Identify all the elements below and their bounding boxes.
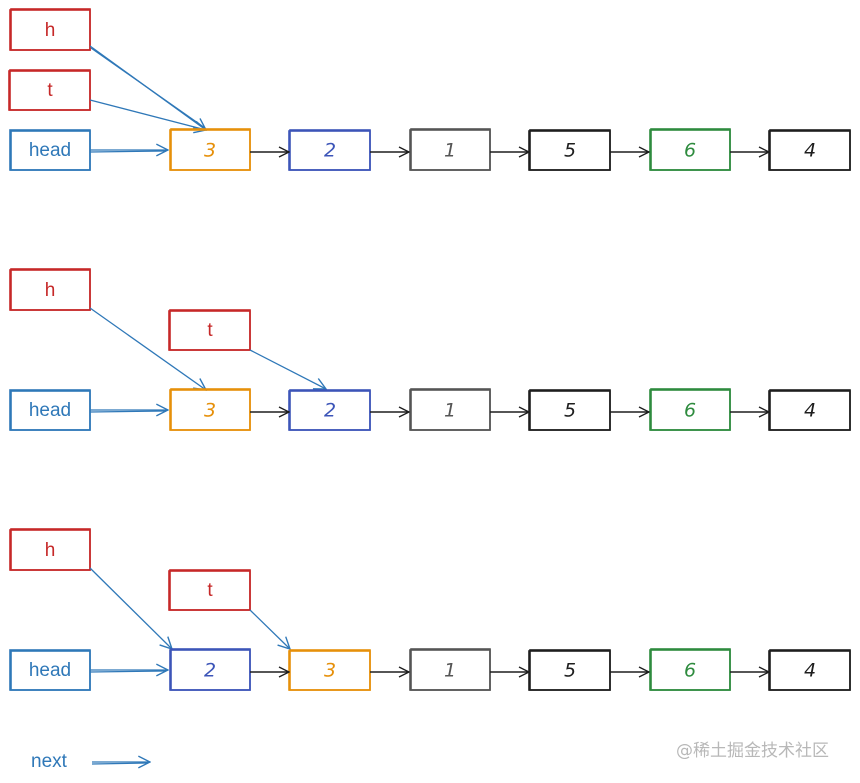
pointer-head-label: head	[29, 400, 71, 421]
pointer-h-label: h	[45, 280, 56, 301]
h-pointer-arrow	[89, 567, 172, 649]
pointer-h: h	[9, 268, 91, 311]
list-node: 2	[288, 129, 371, 171]
pointer-head: head	[9, 389, 91, 431]
node-value: 6	[684, 400, 696, 422]
row-1: h t head 3 2	[8, 8, 851, 171]
node-value: 2	[324, 140, 336, 162]
node-value: 1	[444, 400, 456, 422]
node-value: 5	[564, 660, 576, 682]
list-node: 4	[768, 389, 851, 431]
list-node: 5	[528, 389, 611, 431]
list-node: 6	[649, 388, 731, 431]
pointer-head-label: head	[29, 140, 71, 161]
list-node: 2	[288, 389, 371, 431]
pointer-t: t	[168, 309, 251, 351]
node-value: 3	[204, 140, 216, 162]
node-value: 4	[804, 660, 816, 682]
legend: next	[31, 751, 150, 772]
list-node: 2	[169, 648, 251, 691]
list-node: 3	[169, 128, 251, 171]
list-node: 6	[649, 128, 731, 171]
node-value: 1	[444, 660, 456, 682]
legend-next-arrow-stroke	[91, 762, 149, 765]
legend-next-label: next	[31, 751, 68, 772]
pointer-head-label: head	[29, 660, 71, 681]
pointer-h-label: h	[45, 540, 56, 561]
head-pointer-arrow-stroke	[89, 150, 167, 153]
pointer-h: h	[9, 528, 91, 571]
pointer-head: head	[9, 649, 91, 691]
node-value: 6	[684, 660, 696, 682]
pointer-head: head	[9, 129, 91, 171]
h-pointer-arrow-stroke	[90, 47, 206, 129]
node-value: 5	[564, 140, 576, 162]
node-value: 3	[324, 660, 336, 682]
list-node: 1	[409, 648, 491, 691]
list-node: 4	[768, 129, 851, 171]
t-pointer-arrow	[249, 349, 326, 389]
row-3: h t head 2 3 1	[9, 528, 851, 691]
node-value: 4	[804, 140, 816, 162]
list-node: 5	[528, 129, 611, 171]
pointer-h: h	[9, 8, 91, 51]
list-node: 5	[528, 649, 611, 691]
list-node: 3	[288, 649, 371, 691]
node-value: 1	[444, 140, 456, 162]
list-node: 1	[409, 128, 491, 171]
node-value: 2	[324, 400, 336, 422]
list-node: 4	[768, 649, 851, 691]
pointer-t: t	[8, 69, 91, 111]
head-pointer-arrow-stroke	[89, 670, 167, 673]
node-value: 6	[684, 140, 696, 162]
node-value: 5	[564, 400, 576, 422]
list-node: 6	[649, 648, 731, 691]
pointer-h-label: h	[45, 20, 56, 41]
node-value: 2	[204, 660, 216, 682]
head-pointer-arrow-stroke	[89, 410, 167, 413]
pointer-t-label: t	[207, 320, 213, 341]
row-2: h t head 3 2 1	[9, 268, 851, 431]
t-pointer-arrow	[89, 99, 206, 130]
pointer-t-label: t	[47, 80, 53, 101]
pointer-t: t	[168, 569, 251, 611]
node-value: 3	[204, 400, 216, 422]
pointer-t-label: t	[207, 580, 213, 601]
watermark-text: @稀土掘金技术社区	[676, 741, 829, 761]
h-pointer-arrow	[89, 307, 206, 390]
node-value: 4	[804, 400, 816, 422]
list-node: 1	[409, 388, 491, 431]
list-node: 3	[169, 388, 251, 431]
t-pointer-arrow	[249, 609, 290, 649]
